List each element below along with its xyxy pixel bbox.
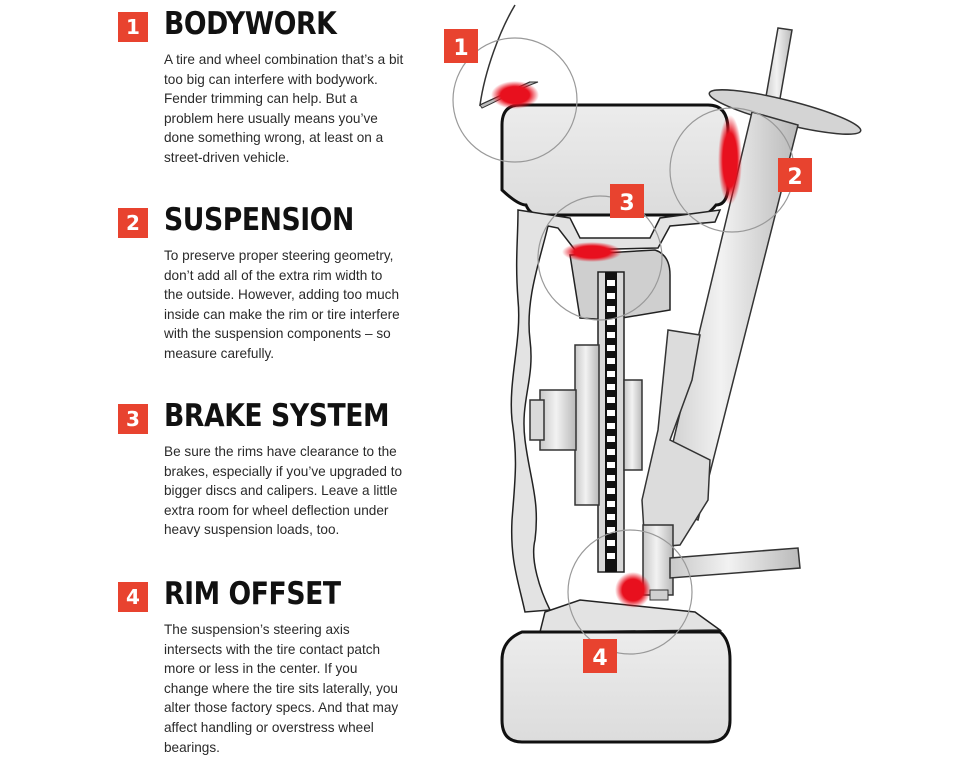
rotor-vent (607, 501, 615, 507)
section-body: Be sure the rims have clearance to the b… (164, 444, 403, 538)
section-number-badge: 1 (118, 12, 148, 42)
rotor-vent (607, 514, 615, 520)
section-number-badge: 4 (118, 582, 148, 612)
callout-circle-3 (537, 195, 663, 321)
hotspot-suspension (718, 115, 742, 205)
rotor-vent (607, 423, 615, 429)
wheel-cross-section-diagram: 1 2 3 4 (444, 4, 862, 744)
rotor-vent (607, 488, 615, 494)
rotor-vent (607, 319, 615, 325)
rotor-vent (607, 527, 615, 533)
hotspot-bodywork (491, 81, 539, 109)
hotspot-rim-offset (615, 572, 651, 608)
svg-text:3: 3 (619, 191, 634, 216)
marker-4: 4 (583, 639, 617, 673)
rotor-vent (607, 436, 615, 442)
marker-1: 1 (444, 29, 478, 63)
hotspots (491, 81, 742, 608)
rotor-vent (607, 475, 615, 481)
wheel-hub (529, 344, 643, 506)
wheel-rim (510, 209, 722, 613)
wheel-rim-lower (539, 599, 723, 633)
rotor-vent (607, 410, 615, 416)
section-heading: RIM OFFSET (164, 576, 341, 612)
svg-text:2: 2 (787, 165, 802, 190)
brake-rotor (597, 271, 625, 573)
rotor-vent (607, 553, 615, 559)
rotor-vent (607, 280, 615, 286)
rotor-vent (607, 293, 615, 299)
rotor-vent (607, 345, 615, 351)
tire-lower (500, 630, 732, 744)
rotor-vent (607, 358, 615, 364)
section-number-badge: 2 (118, 208, 148, 238)
strut-assembly (641, 27, 862, 601)
section-heading: BODYWORK (164, 6, 337, 42)
section-body: To preserve proper steering geometry, do… (164, 248, 400, 361)
callout-circle-1 (452, 37, 578, 163)
rotor-vent (607, 540, 615, 546)
section-heading: BRAKE SYSTEM (164, 398, 390, 434)
rotor-vent (607, 306, 615, 312)
rotor-vent (607, 397, 615, 403)
rotor-vent (607, 332, 615, 338)
marker-3: 3 (610, 184, 644, 218)
rotor-vent (607, 384, 615, 390)
section-body: A tire and wheel combination that’s a bi… (164, 52, 404, 165)
svg-text:4: 4 (592, 646, 607, 671)
section-number-badge: 3 (118, 404, 148, 434)
svg-text:1: 1 (453, 36, 468, 61)
callout-circle-4 (567, 529, 693, 655)
hotspot-brake (562, 242, 622, 262)
rotor-vent (607, 462, 615, 468)
marker-2: 2 (778, 158, 812, 192)
rotor-vent (607, 449, 615, 455)
section-body: The suspension’s steering axis intersect… (164, 622, 399, 755)
section-heading: SUSPENSION (164, 202, 354, 238)
rotor-vent (607, 371, 615, 377)
